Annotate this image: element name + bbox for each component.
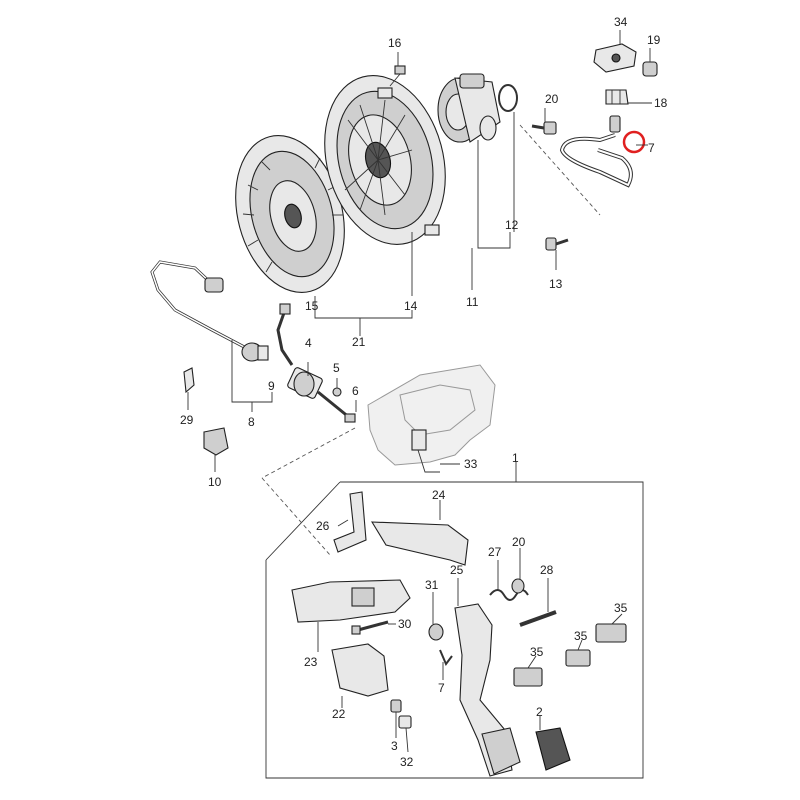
label-33: 33 (464, 457, 478, 471)
label-22: 22 (332, 707, 346, 721)
nut-32 (398, 715, 412, 729)
label-5: 5 (333, 361, 340, 375)
leader-lines (187, 30, 652, 753)
label-35-c: 35 (530, 645, 544, 659)
bolt-20-top (531, 121, 557, 135)
plate-24 (370, 521, 469, 566)
bracket-22 (331, 643, 389, 697)
o-ring (498, 84, 518, 112)
label-32: 32 (400, 755, 414, 769)
label-1: 1 (512, 451, 519, 465)
label-10: 10 (208, 475, 222, 489)
label-18: 18 (654, 96, 668, 110)
label-16: 16 (388, 36, 402, 50)
label-9: 9 (268, 379, 275, 393)
label-8: 8 (248, 415, 255, 429)
label-31: 31 (425, 578, 439, 592)
label-15: 15 (305, 299, 319, 313)
hydraulic-pipe (559, 115, 633, 188)
label-23: 23 (304, 655, 318, 669)
label-19: 19 (647, 33, 661, 47)
label-11: 11 (466, 295, 479, 309)
switch-35-b (565, 649, 591, 667)
bolt-16 (389, 65, 406, 87)
connector-34 (593, 43, 637, 73)
label-20-top: 20 (545, 92, 559, 106)
nut-19 (642, 61, 658, 77)
pedal-pad-2 (535, 727, 571, 771)
callout-labels: 16 34 19 18 20 7 12 13 11 14 15 21 4 5 9… (180, 15, 668, 769)
switch-35-a (595, 623, 627, 643)
label-25: 25 (450, 563, 464, 577)
spring-clip-7 (439, 649, 453, 666)
label-20-lower: 20 (512, 535, 526, 549)
bolt-13 (545, 237, 569, 251)
clip-5 (332, 387, 342, 397)
clutch-hose (150, 260, 269, 362)
screw-30 (351, 620, 389, 635)
bush-20-lower (511, 578, 525, 594)
label-35-b: 35 (574, 629, 588, 643)
master-cylinder (276, 303, 356, 423)
label-14: 14 (404, 299, 418, 313)
label-28: 28 (540, 563, 554, 577)
label-3: 3 (391, 739, 398, 753)
bracket-10 (203, 427, 229, 456)
label-26: 26 (316, 519, 330, 533)
label-30: 30 (398, 617, 412, 631)
clip-18 (605, 89, 629, 105)
label-13: 13 (549, 277, 563, 291)
bracket-26 (333, 491, 367, 553)
label-6: 6 (352, 384, 359, 398)
pin-28 (519, 610, 557, 627)
release-bearing (437, 73, 501, 143)
label-27: 27 (488, 545, 502, 559)
pedal-assembly-frame (265, 462, 644, 779)
label-12: 12 (505, 218, 519, 232)
highlight-marker (622, 130, 646, 154)
label-24: 24 (432, 488, 446, 502)
label-34: 34 (614, 15, 628, 29)
label-35-a: 35 (614, 601, 628, 615)
pressure-plate (324, 75, 446, 245)
bracket-23 (291, 579, 411, 623)
clutch-pedal-25 (454, 603, 521, 777)
label-4: 4 (305, 336, 312, 350)
label-7-lower: 7 (438, 681, 445, 695)
bush-31 (428, 623, 444, 641)
guide-lines (261, 124, 601, 556)
clutch-disc (235, 135, 345, 293)
label-21: 21 (352, 335, 366, 349)
switch-35-c (513, 667, 543, 687)
firewall-outline (367, 364, 496, 473)
label-2: 2 (536, 705, 543, 719)
label-29: 29 (180, 413, 194, 427)
clip-3 (390, 699, 402, 713)
clip-29 (183, 367, 195, 394)
label-7-top: 7 (648, 141, 655, 155)
